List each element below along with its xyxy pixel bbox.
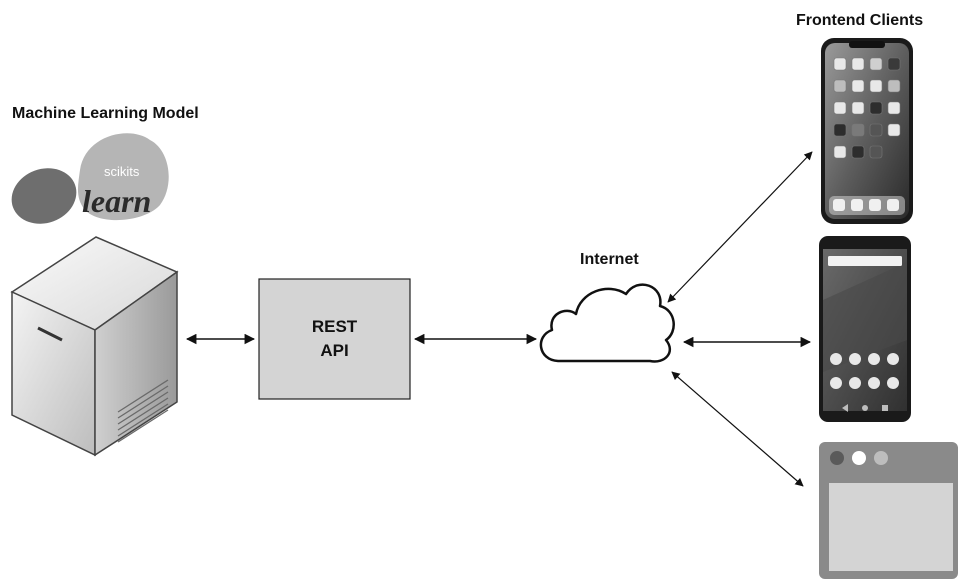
arrow-internet-iphone — [667, 151, 813, 303]
rest-api-box: REST API — [258, 278, 411, 400]
android-phone-icon — [819, 236, 911, 422]
logo-scikits-text: scikits — [104, 164, 140, 179]
cloud-icon — [539, 283, 675, 363]
model-label: Machine Learning Model — [12, 105, 199, 122]
internet-label: Internet — [580, 251, 639, 268]
rest-api-line1: REST — [312, 317, 358, 336]
arrow-internet-browser — [671, 371, 804, 487]
frontend-label: Frontend Clients — [796, 12, 923, 29]
scikit-learn-logo: scikits learn — [11, 133, 169, 224]
rest-api-line2: API — [320, 341, 348, 360]
browser-content-area — [829, 483, 953, 571]
server-tower-icon — [10, 236, 179, 457]
iphone-icon — [821, 38, 913, 224]
logo-blob-left — [11, 168, 77, 224]
logo-learn-text: learn — [82, 183, 151, 219]
browser-window-icon — [819, 442, 958, 579]
browser-dot-1 — [830, 451, 844, 465]
browser-dot-3 — [874, 451, 888, 465]
browser-dot-2 — [852, 451, 866, 465]
logo-blob-right — [77, 133, 169, 221]
